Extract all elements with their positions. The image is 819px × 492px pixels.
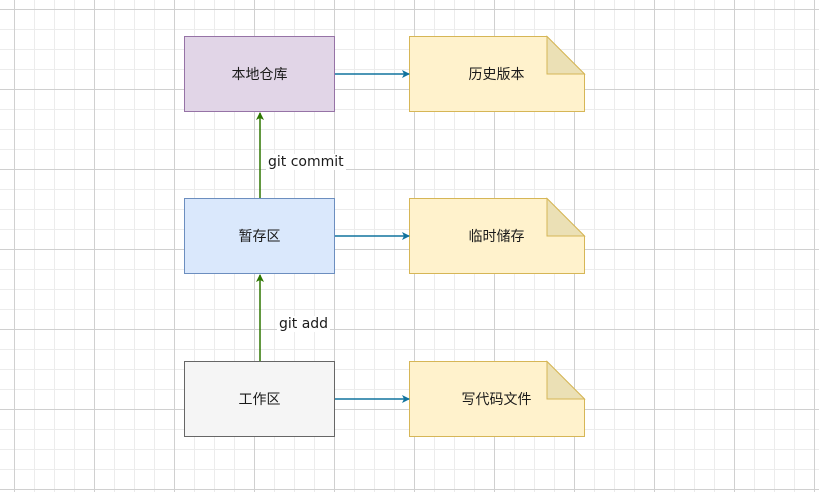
note-temp-storage-label: 临时储存 (468, 229, 525, 245)
edge-label-git-add: git add (277, 316, 331, 332)
note-write-files-label: 写代码文件 (461, 392, 532, 408)
node-local-repo[interactable]: 本地仓库 (184, 36, 335, 112)
node-local-repo-label: 本地仓库 (231, 67, 288, 83)
note-history: 历史版本 (409, 36, 584, 112)
note-write-files: 写代码文件 (409, 361, 584, 437)
node-staging-area-label: 暂存区 (238, 229, 281, 245)
edge-label-git-commit: git commit (266, 154, 346, 170)
node-working-dir[interactable]: 工作区 (184, 361, 335, 437)
node-working-dir-label: 工作区 (238, 392, 281, 408)
note-temp-storage: 临时储存 (409, 198, 584, 274)
note-shape-write[interactable] (409, 360, 586, 437)
note-shape-temp[interactable] (409, 197, 586, 274)
note-shape-history[interactable] (409, 35, 586, 112)
node-staging-area[interactable]: 暂存区 (184, 198, 335, 274)
note-history-label: 历史版本 (468, 67, 525, 83)
